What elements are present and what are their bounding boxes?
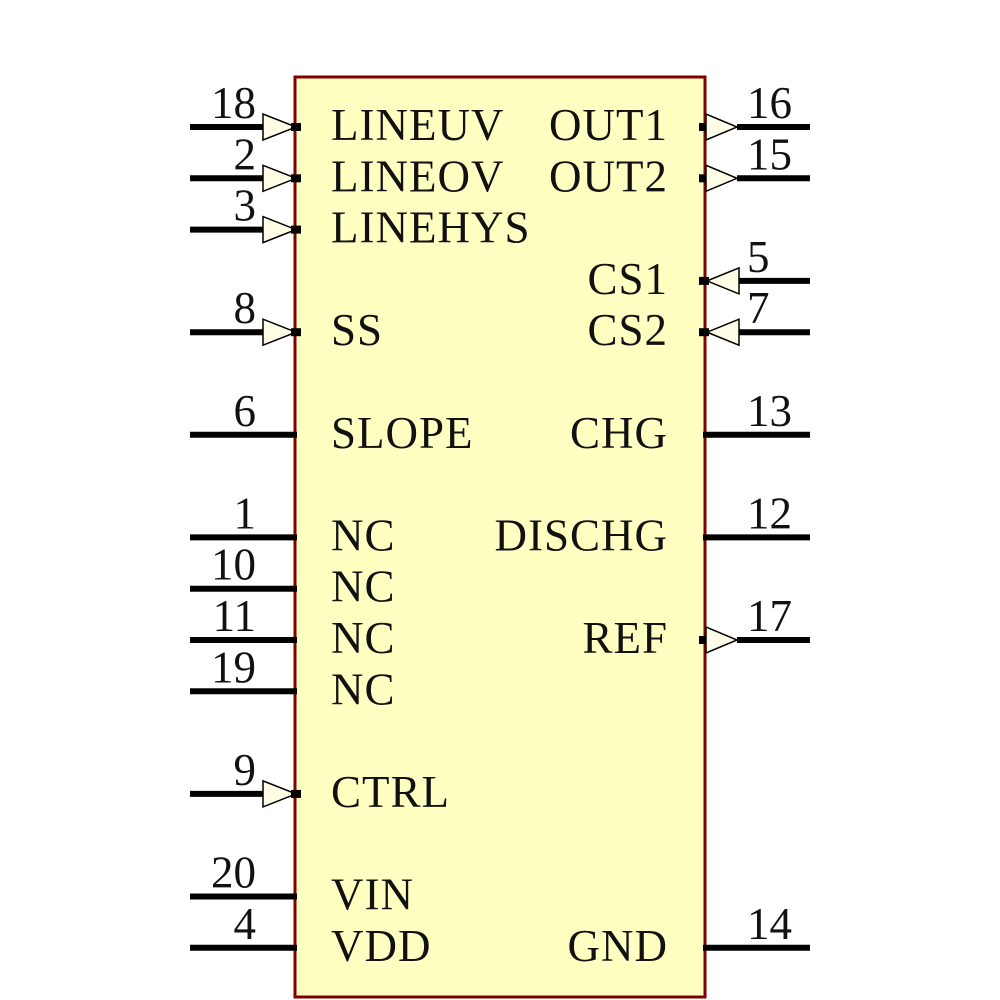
pin-label: SS [331, 305, 383, 355]
pin-label: LINEHYS [331, 203, 530, 253]
output-arrow-icon [705, 625, 739, 655]
output-arrow-icon [705, 164, 739, 193]
pin-number: 18 [211, 78, 256, 128]
pin-stub [291, 123, 301, 131]
input-arrow-icon [262, 215, 299, 244]
pin-chg-13: 13 CHG [570, 386, 810, 458]
ic-body [293, 75, 707, 999]
input-arrow-icon [262, 112, 299, 142]
pin-stub [699, 174, 709, 183]
input-arrow-icon [705, 318, 740, 347]
pin-ss-8: 8 SS [190, 283, 383, 355]
pin-lineuv-18: 18 LINEUV [190, 78, 504, 150]
pin-cs1-5: 5 CS1 [587, 232, 810, 304]
pin-cs2-7: 7 CS2 [587, 283, 810, 355]
pin-nc-19: 19 NC [190, 642, 396, 714]
pin-label: DISCHG [494, 510, 668, 560]
input-arrow-icon [262, 779, 299, 809]
pin-number: 2 [234, 129, 257, 179]
pin-stub [291, 789, 301, 798]
pin-label: CS1 [587, 254, 668, 304]
input-arrow-icon [262, 318, 299, 347]
pin-label: OUT1 [549, 100, 668, 150]
output-arrow-icon [705, 112, 739, 142]
pin-label: CHG [570, 408, 668, 458]
pin-label: CTRL [331, 767, 450, 817]
pin-stub [291, 174, 301, 183]
pin-number: 8 [234, 283, 257, 333]
pin-number: 10 [211, 540, 256, 590]
pin-label: REF [582, 613, 668, 663]
pin-number: 16 [747, 78, 792, 128]
pin-label: NC [331, 510, 396, 560]
pin-number: 9 [234, 745, 257, 795]
pin-stub [699, 636, 709, 644]
pin-stub [291, 328, 301, 337]
pin-label: NC [331, 664, 396, 714]
pin-number: 19 [211, 642, 256, 692]
pin-vin-20: 20 VIN [190, 848, 414, 920]
pin-gnd-14: 14 GND [568, 899, 810, 971]
pin-stub [699, 276, 709, 285]
pin-nc-11: 11 NC [190, 591, 396, 663]
pin-number: 7 [747, 283, 770, 333]
pin-number: 3 [234, 181, 257, 231]
pin-number: 6 [234, 386, 257, 436]
pin-number: 15 [747, 129, 792, 179]
pin-dischg-12: 12 DISCHG [494, 488, 810, 560]
pin-linehys-3: 3 LINEHYS [190, 181, 530, 253]
pin-number: 5 [747, 232, 770, 282]
pin-label: OUT2 [549, 151, 668, 201]
pin-label: LINEOV [331, 151, 504, 201]
pin-number: 13 [747, 386, 792, 436]
pin-stub [699, 328, 709, 337]
pin-number: 14 [747, 899, 792, 949]
pin-nc-10: 10 NC [190, 540, 396, 612]
pin-lineov-2: 2 LINEOV [190, 129, 504, 201]
pin-out1-16: 16 OUT1 [549, 78, 810, 150]
input-arrow-icon [262, 164, 299, 193]
pin-ref-17: 17 REF [582, 591, 810, 663]
input-arrow-icon [705, 266, 740, 296]
pin-stub [699, 123, 709, 131]
pin-label: SLOPE [331, 408, 474, 458]
pin-label: VIN [331, 870, 414, 920]
pin-nc-1: 1 NC [190, 488, 396, 560]
pin-vdd-4: 4 VDD [190, 899, 432, 971]
pin-number: 12 [747, 488, 792, 538]
pin-slope-6: 6 SLOPE [190, 386, 474, 458]
pin-number: 1 [234, 488, 257, 538]
pin-label: NC [331, 562, 396, 612]
pin-ctrl-9: 9 CTRL [190, 745, 450, 817]
pin-label: GND [568, 921, 669, 971]
pin-number: 11 [213, 591, 256, 641]
pin-label: VDD [331, 921, 432, 971]
pin-stub [291, 225, 301, 234]
pin-label: NC [331, 613, 396, 663]
pin-label: CS2 [587, 305, 668, 355]
pin-label: LINEUV [331, 100, 504, 150]
pin-number: 17 [747, 591, 792, 641]
pin-out2-15: 15 OUT2 [549, 129, 810, 201]
pin-number: 20 [211, 848, 256, 898]
pin-number: 4 [234, 899, 257, 949]
